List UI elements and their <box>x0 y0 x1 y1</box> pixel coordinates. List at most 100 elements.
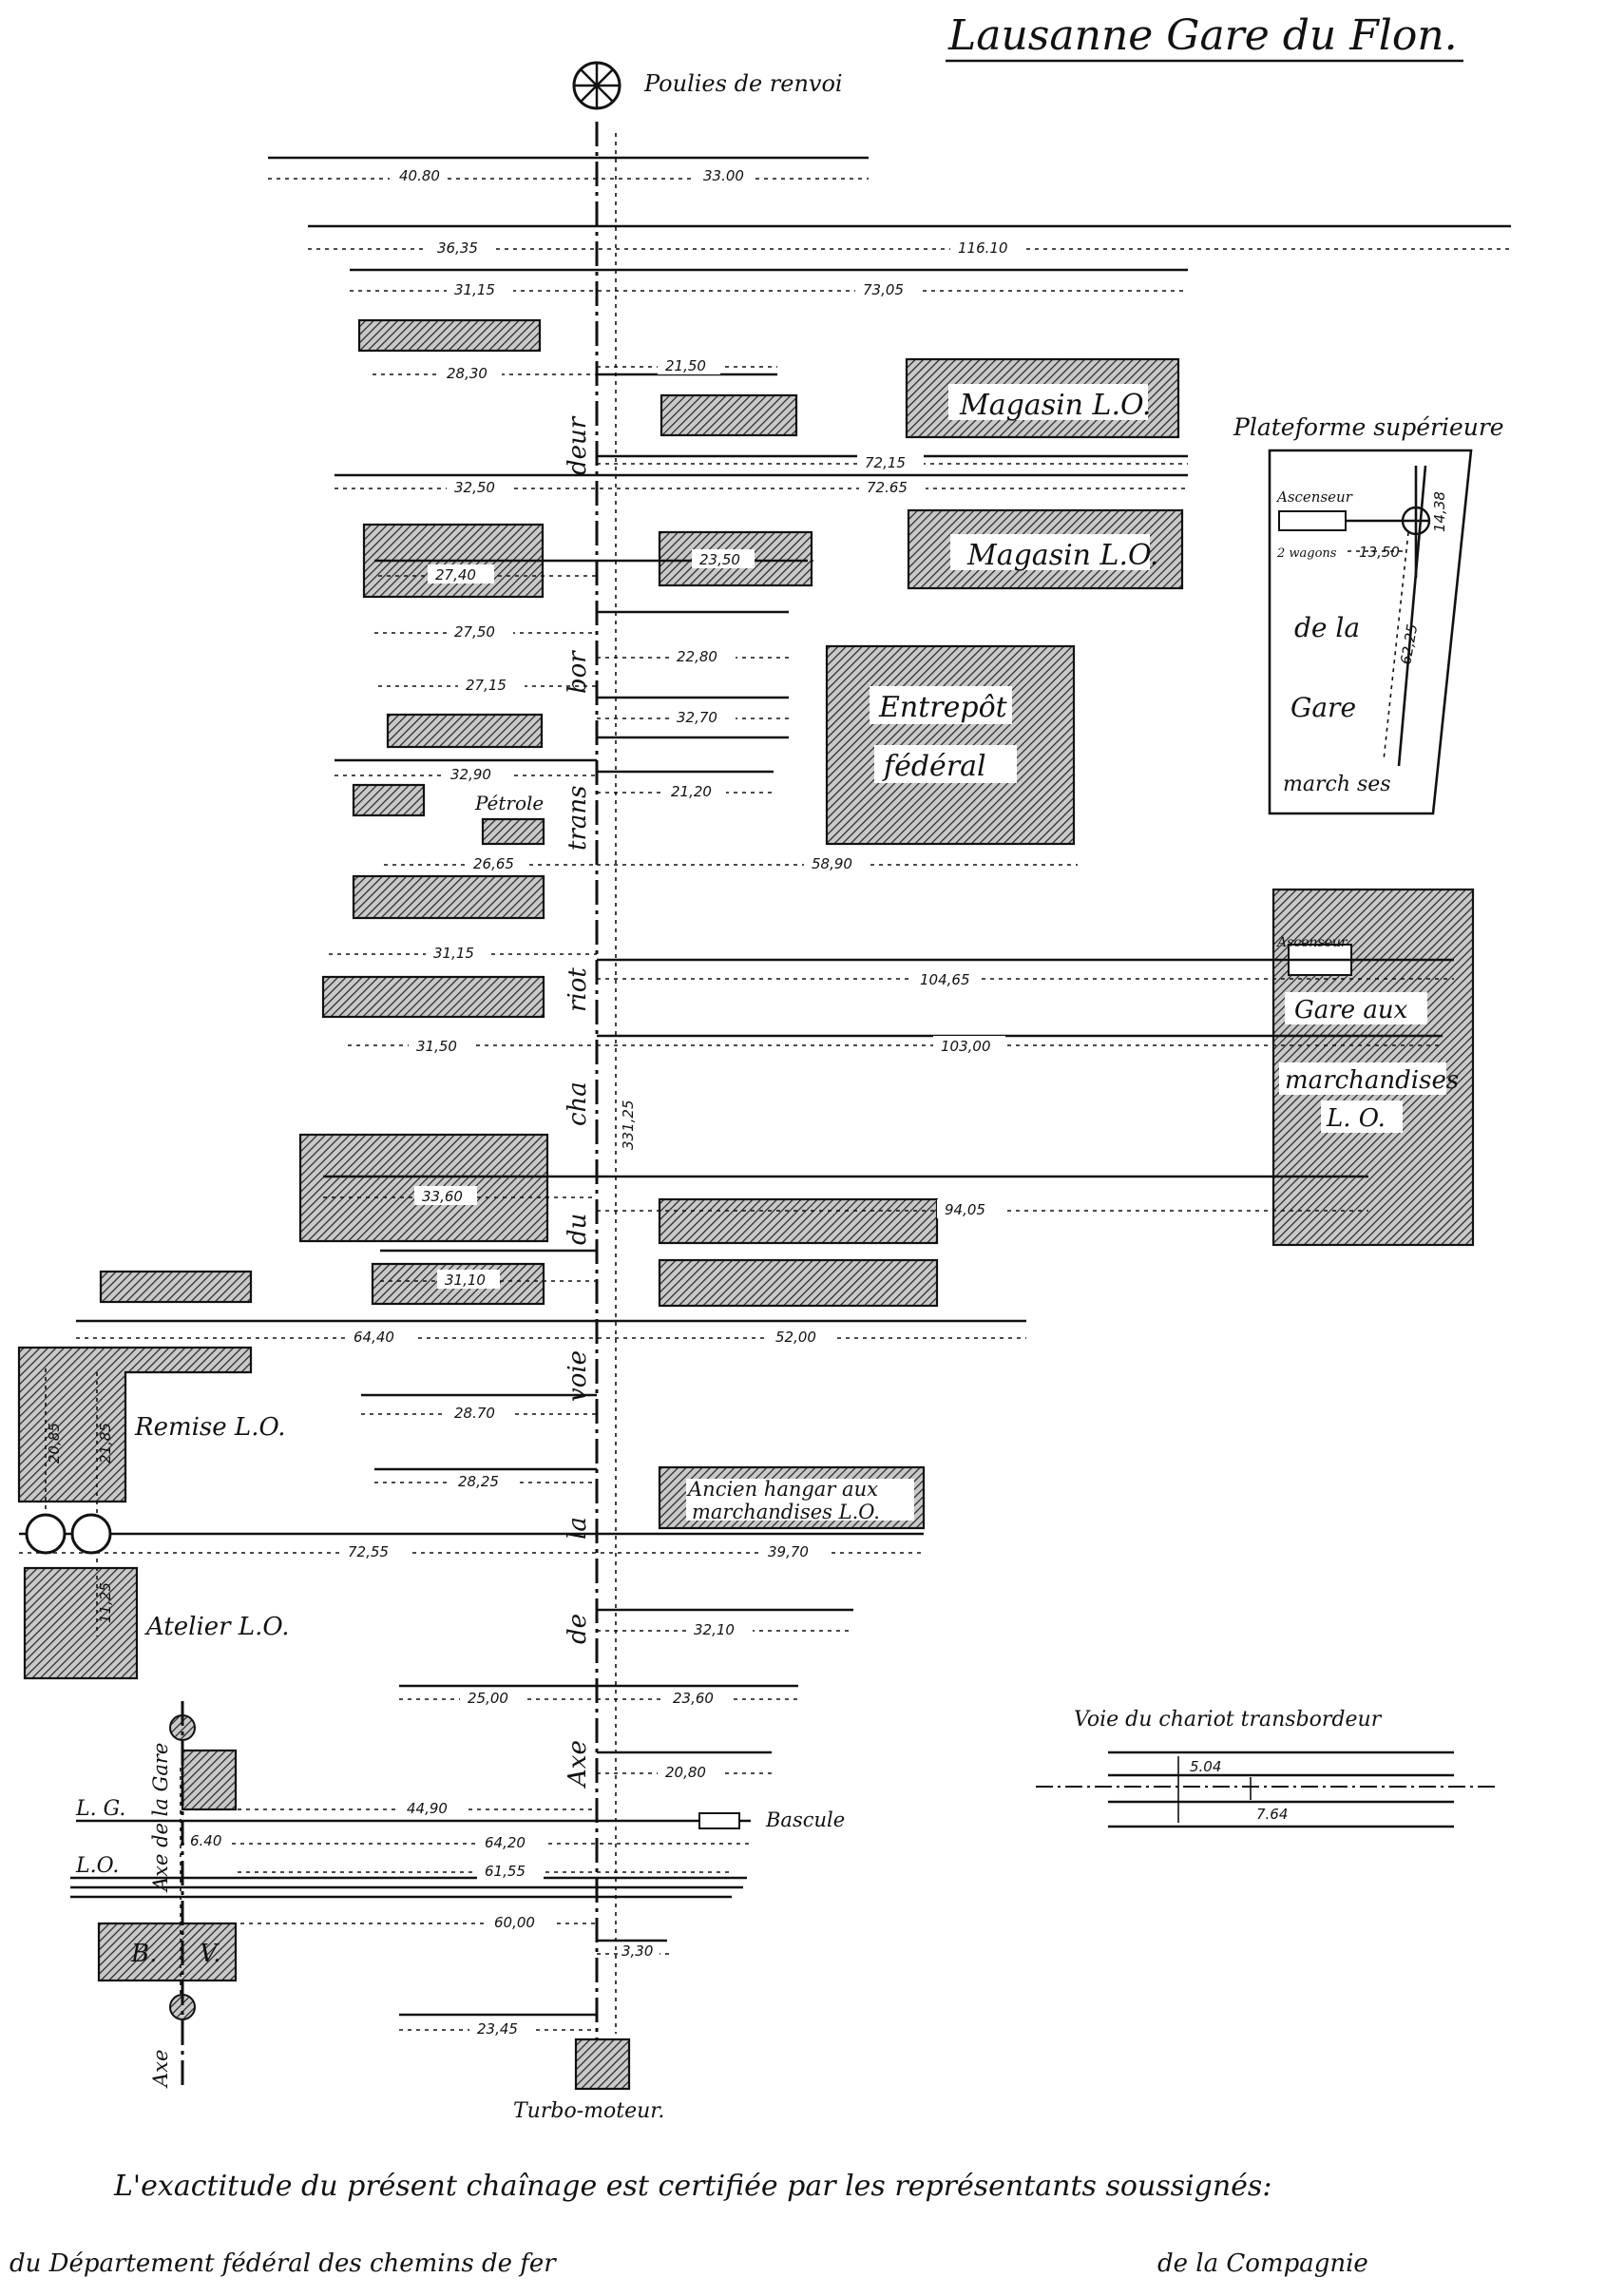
dim-label: 21,50 <box>665 357 706 374</box>
dim-label: 32,90 <box>450 766 491 783</box>
label-de-la: de la <box>1294 612 1360 643</box>
dim-label: 11,25 <box>97 1582 114 1623</box>
dim-label: 31,15 <box>454 281 495 298</box>
dim-label: 31,10 <box>445 1272 486 1289</box>
building-atelier <box>23 1566 139 1680</box>
buildings <box>17 318 1475 2091</box>
label-poulies: Poulies de renvoi <box>643 70 843 97</box>
label-lo: L.O. <box>75 1854 119 1878</box>
dim-label: 26,65 <box>473 855 514 872</box>
dim-label: 28,30 <box>447 365 488 382</box>
axis-word: la <box>564 1517 592 1540</box>
building <box>357 318 542 353</box>
dim-label: 14,38 <box>1431 491 1448 532</box>
dim-label: 36,35 <box>437 239 478 257</box>
dim-label: 3,30 <box>621 1942 653 1960</box>
axis-word: riot <box>564 967 592 1012</box>
label-ancien-2: marchandises L.O. <box>692 1501 880 1523</box>
label-ascenseur-big: Ascenseur <box>1275 935 1348 950</box>
label-axe-gare: Axe de la Gare <box>149 1743 172 1893</box>
building <box>99 1270 253 1304</box>
label-remise: Remise L.O. <box>134 1413 286 1442</box>
page-title: Lausanne Gare du Flon. <box>947 11 1458 60</box>
label-march-small: march ses <box>1283 773 1391 796</box>
dim-label: 23,50 <box>699 551 740 568</box>
dim-label: 27,40 <box>435 566 476 584</box>
dim-label: 61,55 <box>485 1863 526 1880</box>
footer-certification: L'exactitude du présent chaînage est cer… <box>113 2170 1271 2203</box>
building <box>298 1133 549 1243</box>
label-marchandises: marchandises <box>1285 1066 1459 1095</box>
building <box>352 874 545 920</box>
footer-right: de la Compagnie <box>1157 2249 1368 2278</box>
label-gare-aux: Gare aux <box>1294 996 1408 1024</box>
label-entrepot-2: fédéral <box>882 750 986 783</box>
label-bv-b: B. <box>130 1940 157 1968</box>
dim-label: 33,60 <box>422 1188 463 1205</box>
dim-label: 28,25 <box>458 1473 499 1490</box>
dim-label: 40.80 <box>399 167 440 184</box>
label-plateforme: Plateforme supérieure <box>1233 413 1504 441</box>
dim-label: 72,15 <box>865 454 906 471</box>
building-turbo <box>574 2038 631 2091</box>
bascule-symbol <box>698 1812 740 1829</box>
dim-label: 64,20 <box>485 1834 526 1851</box>
axis-word: du <box>564 1214 592 1245</box>
building <box>658 1258 939 1308</box>
building <box>658 1197 939 1245</box>
label-gare-small: Gare <box>1291 692 1356 723</box>
dim-label: 20,85 <box>46 1423 63 1464</box>
dim-label: 20,80 <box>665 1764 706 1781</box>
pulley-icon <box>572 61 621 110</box>
label-axe-bottom: Axe <box>149 2050 172 2089</box>
axis-word: trans <box>564 786 592 851</box>
label-lo-big: L. O. <box>1326 1104 1386 1133</box>
dim-label: 32,50 <box>454 479 495 496</box>
dim-label: 31,15 <box>433 945 474 962</box>
building-bv <box>97 1922 238 1982</box>
dim-label: 21,85 <box>97 1423 114 1464</box>
dim-label: 13,50 <box>1359 544 1400 561</box>
building-petrole <box>481 817 545 846</box>
dim-label: 44,90 <box>407 1800 448 1817</box>
building <box>321 975 545 1019</box>
ascenseur-symbol <box>1278 510 1347 531</box>
pulley-left-1 <box>25 1513 67 1555</box>
dim-label: 73,05 <box>863 281 904 298</box>
axis-word: Axe <box>564 1740 592 1789</box>
dim-label: 32,70 <box>677 709 717 726</box>
building <box>352 783 426 817</box>
footer-left: du Département fédéral des chemins de fe… <box>10 2249 557 2278</box>
dim-label: 5.04 <box>1190 1758 1221 1775</box>
label-entrepot-1: Entrepôt <box>878 691 1008 724</box>
building <box>386 713 544 749</box>
axis-word: voie <box>564 1350 592 1402</box>
dim-label: 72,55 <box>348 1543 389 1560</box>
dim-label: 22,80 <box>677 648 717 665</box>
dim-label: 27,50 <box>454 623 495 641</box>
label-magasin-1: Magasin L.O. <box>959 389 1151 422</box>
dim-label: 72.65 <box>867 479 908 496</box>
dim-label: 62,25 <box>1397 622 1421 665</box>
dim-label: 94,05 <box>945 1201 985 1218</box>
label-ancien-1: Ancien hangar aux <box>686 1478 878 1501</box>
pulley-left-2 <box>70 1513 112 1555</box>
dimension-labels: 40.80 33.00 36,35 116.10 31,15 73,05 28,… <box>46 167 1023 2038</box>
dim-label: 23,60 <box>673 1690 714 1707</box>
label-atelier: Atelier L.O. <box>144 1613 289 1641</box>
plateforme-outline <box>1268 449 1473 815</box>
building-remise <box>17 1346 253 1503</box>
label-bascule: Bascule <box>765 1808 845 1831</box>
axis-words: deur bor trans riot cha du voie la de Ax… <box>564 415 592 1789</box>
dim-label: 39,70 <box>768 1543 809 1560</box>
dim-label: 103,00 <box>941 1038 991 1055</box>
voie-chariot-diagram <box>1036 1751 1498 1828</box>
dim-label: 23,45 <box>477 2020 518 2038</box>
building <box>181 1749 238 1811</box>
dim-label: 31,50 <box>416 1038 457 1055</box>
axis-word: cha <box>564 1081 592 1126</box>
dim-label: 25,00 <box>468 1690 508 1707</box>
dim-label: 64,40 <box>354 1329 394 1346</box>
label-lg: L. G. <box>75 1797 125 1821</box>
